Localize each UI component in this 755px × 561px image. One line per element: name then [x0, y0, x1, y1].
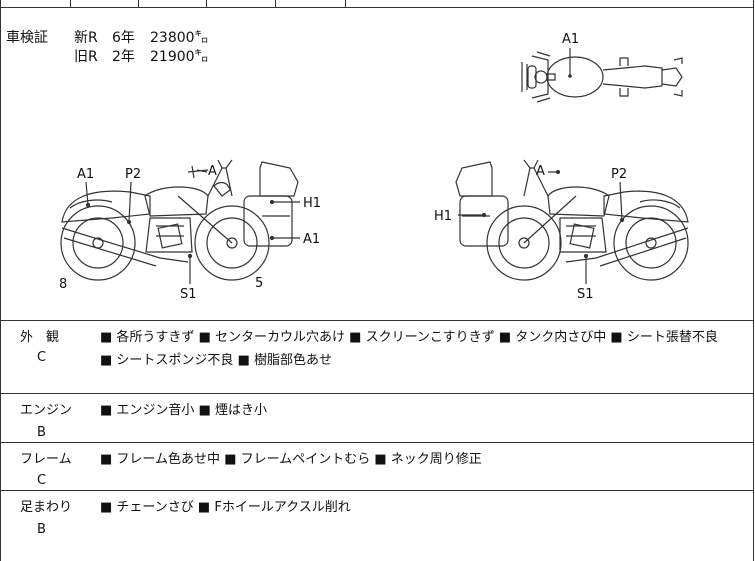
inspection-old-price: 21900㌔: [150, 49, 209, 65]
condition-item: ■ フレームペイントむら: [224, 452, 370, 467]
grade-exterior: C: [37, 350, 47, 365]
bullet-icon: ■: [498, 330, 516, 345]
grade-frame: C: [37, 473, 47, 488]
condition-item-text: シートスポンジ不良: [116, 353, 234, 368]
inspection-new-years: 6年: [112, 30, 135, 46]
condition-item-text: Fホイールアクスル削れ: [214, 500, 351, 515]
inspection-new-type: 新R: [74, 30, 98, 46]
condition-item-text: 各所うすきず: [116, 330, 195, 345]
condition-item: ■ チェーンさび: [100, 500, 194, 515]
condition-item-text: 煙はき小: [215, 403, 268, 418]
motorcycle-diagram: A1 A1 P2 A H1 A1 8 S1 5 A P2 H1 S1: [59, 32, 689, 302]
label-left-8: 8: [59, 277, 67, 292]
category-exterior: 外 観: [20, 330, 60, 345]
condition-item-text: フレームペイントむら: [240, 452, 371, 467]
bullet-icon: ■: [224, 452, 241, 467]
bullet-icon: ■: [197, 500, 215, 515]
bullet-icon: ■: [100, 500, 117, 515]
condition-item-text: チェーンさび: [116, 500, 194, 515]
bullet-icon: ■: [198, 403, 215, 418]
row-divider: [0, 320, 754, 321]
condition-item-text: シート張替不良: [626, 330, 718, 345]
bullet-icon: ■: [100, 330, 117, 345]
condition-item-text: スクリーンこすりきず: [365, 330, 495, 345]
label-left-a1-bag: A1: [303, 232, 320, 247]
right-border: [753, 0, 754, 561]
row-divider: [0, 490, 754, 491]
condition-item: ■ 煙はき小: [199, 403, 267, 418]
label-right-s1: S1: [577, 287, 594, 302]
header-divider: [70, 0, 71, 7]
inspection-label: 車検証: [6, 30, 48, 46]
label-left-5: 5: [255, 276, 263, 291]
bullet-icon: ■: [100, 403, 117, 418]
bullet-icon: ■: [237, 353, 254, 368]
label-left-a1: A1: [77, 167, 94, 182]
condition-item-text: フレーム色あせ中: [116, 452, 221, 467]
header-divider: [275, 0, 276, 7]
inspection-old-years: 2年: [112, 49, 135, 65]
condition-item: ■ Fホイールアクスル削れ: [198, 500, 351, 515]
header-divider: [345, 0, 346, 7]
category-suspension: 足まわり: [20, 500, 73, 515]
condition-item-text: 樹脂部色あせ: [254, 353, 333, 368]
label-top-a1: A1: [562, 32, 579, 47]
condition-item: ■ シートスポンジ不良: [100, 353, 233, 368]
right-side-motorcycle: [455, 159, 689, 284]
condition-item: ■ スクリーンこすりきず: [349, 330, 495, 345]
header-divider: [138, 0, 139, 7]
header-bottom-border: [0, 7, 754, 8]
row-divider: [0, 442, 754, 443]
grade-engine: B: [37, 425, 46, 440]
top-view-motorcycle: [521, 48, 683, 103]
inspection-old-type: 旧R: [74, 49, 98, 65]
left-border: [0, 0, 1, 561]
label-right-a: A: [536, 164, 545, 179]
label-left-a: A: [208, 164, 217, 179]
bullet-icon: ■: [374, 452, 391, 467]
left-side-motorcycle: [60, 159, 300, 284]
inspection-new-price: 23800㌔: [150, 30, 209, 46]
category-frame: フレーム: [20, 452, 72, 467]
label-right-h1: H1: [434, 209, 452, 224]
condition-item-text: エンジン音小: [116, 403, 195, 418]
condition-item: ■ 樹脂部色あせ: [238, 353, 332, 368]
condition-item: ■ ネック周り修正: [374, 452, 481, 467]
label-left-h1: H1: [303, 196, 321, 211]
bullet-icon: ■: [349, 330, 366, 345]
condition-item-text: ネック周り修正: [390, 452, 482, 467]
header-divider: [206, 0, 207, 7]
condition-item: ■ フレーム色あせ中: [100, 452, 220, 467]
bullet-icon: ■: [100, 452, 117, 467]
items-exterior: ■ 各所うすきず ■ センターカウル穴あけ ■ スクリーンこすりきず ■ タンク…: [100, 326, 750, 372]
items-engine: ■ エンジン音小 ■ 煙はき小: [100, 399, 750, 422]
condition-item: ■ エンジン音小: [100, 403, 194, 418]
items-frame: ■ フレーム色あせ中 ■ フレームペイントむら ■ ネック周り修正: [100, 448, 750, 471]
condition-item: ■ 各所うすきず: [100, 330, 194, 345]
condition-item: ■ タンク内さび中: [499, 330, 606, 345]
items-suspension: ■ チェーンさび ■ Fホイールアクスル削れ: [100, 496, 750, 519]
label-right-p2: P2: [611, 167, 627, 182]
condition-item: ■ センターカウル穴あけ: [199, 330, 345, 345]
condition-item-text: タンク内さび中: [515, 330, 607, 345]
condition-item: ■ シート張替不良: [610, 330, 717, 345]
row-divider: [0, 393, 754, 394]
bullet-icon: ■: [610, 330, 627, 345]
label-left-p2: P2: [125, 167, 141, 182]
grade-suspension: B: [37, 522, 46, 537]
bullet-icon: ■: [198, 330, 215, 345]
condition-item-text: センターカウル穴あけ: [215, 330, 346, 345]
label-left-s1: S1: [180, 287, 197, 302]
bullet-icon: ■: [100, 353, 117, 368]
category-engine: エンジン: [20, 403, 73, 418]
